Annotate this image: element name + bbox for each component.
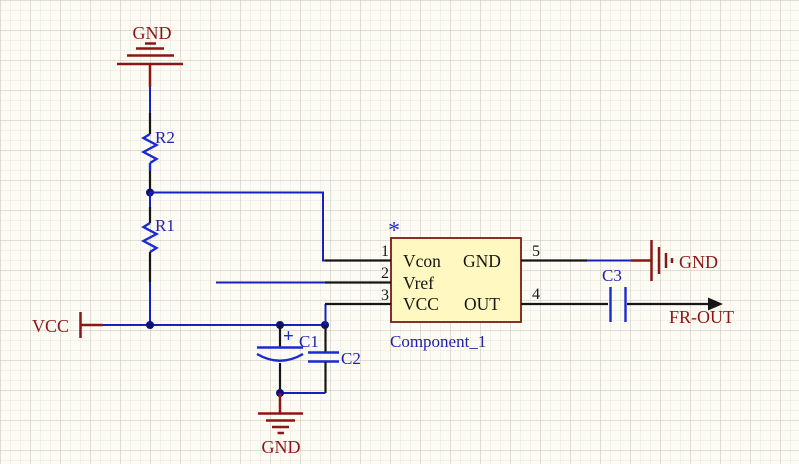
cap-curved-plate-icon bbox=[256, 352, 304, 362]
r2-designator[interactable]: R2 bbox=[155, 128, 175, 147]
pin-name-gnd: GND bbox=[463, 251, 501, 271]
pin-name-vcc: VCC bbox=[403, 294, 439, 314]
vcc-label[interactable]: VCC bbox=[32, 316, 69, 336]
gnd-right-label[interactable]: GND bbox=[679, 252, 718, 272]
resistor-r2[interactable]: R2 bbox=[140, 113, 175, 190]
ic-component-1[interactable]: * Component_1 1 2 3 5 4 Vcon GND Vref VC… bbox=[325, 218, 608, 351]
power-port-vcc[interactable]: VCC bbox=[32, 312, 103, 338]
wire-divider-to-vcon[interactable] bbox=[150, 191, 326, 262]
c3-designator[interactable]: C3 bbox=[602, 266, 622, 285]
pin-name-vref: Vref bbox=[403, 273, 434, 293]
capacitor-c2[interactable]: C2 bbox=[308, 325, 361, 393]
pin-1-number: 1 bbox=[381, 243, 389, 260]
resistor-r1[interactable]: R1 bbox=[140, 192, 175, 283]
pin-2-number: 2 bbox=[381, 265, 389, 282]
gnd-bottom-label[interactable]: GND bbox=[262, 437, 301, 457]
pin-name-vcon: Vcon bbox=[403, 251, 441, 271]
ic-marker: * bbox=[388, 218, 400, 244]
capacitor-c3[interactable]: C3 bbox=[602, 266, 627, 322]
power-port-gnd-bottom[interactable]: GND bbox=[258, 393, 303, 457]
ic-name[interactable]: Component_1 bbox=[390, 332, 486, 351]
ic-body[interactable] bbox=[390, 237, 522, 323]
resistor-zigzag-icon bbox=[140, 221, 160, 254]
resistor-zigzag-icon bbox=[140, 132, 160, 165]
power-port-gnd-top[interactable]: GND bbox=[117, 23, 183, 87]
capacitor-c1[interactable]: + C1 bbox=[256, 325, 319, 393]
fr-out-net-label[interactable]: FR-OUT bbox=[669, 307, 734, 327]
gnd-top-label[interactable]: GND bbox=[133, 23, 172, 43]
c1-polarity-mark: + bbox=[283, 326, 294, 347]
junction-dot bbox=[146, 321, 154, 329]
arrow-right-icon bbox=[708, 297, 723, 311]
pin-3-number: 3 bbox=[381, 287, 389, 304]
pin-5-number: 5 bbox=[532, 243, 540, 260]
c1-designator[interactable]: C1 bbox=[299, 332, 319, 351]
power-port-gnd-right[interactable]: GND bbox=[631, 240, 718, 281]
r1-designator[interactable]: R1 bbox=[155, 216, 175, 235]
pin-4-number: 4 bbox=[532, 286, 540, 303]
pin-name-out: OUT bbox=[464, 294, 500, 314]
c2-designator[interactable]: C2 bbox=[341, 349, 361, 368]
